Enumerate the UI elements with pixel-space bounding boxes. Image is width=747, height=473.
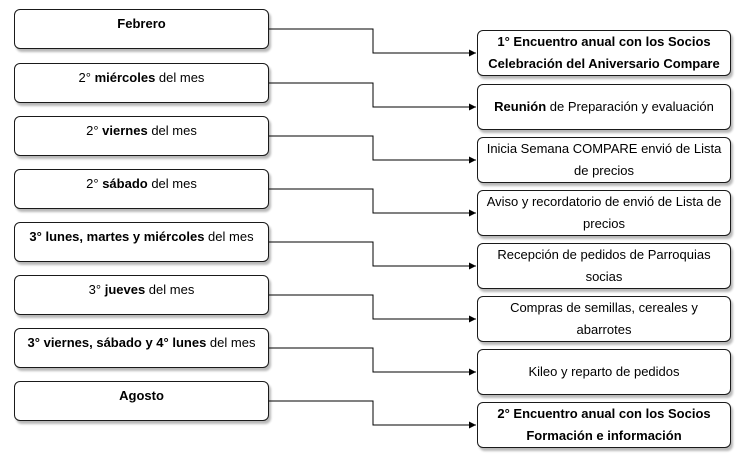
activity-box-label: Aviso y recordatorio de envió de Lista d… <box>486 194 722 231</box>
activity-box-2: Reunión de Preparación y evaluación <box>477 84 731 130</box>
connector-arrow-8 <box>269 400 476 429</box>
date-box-2: 2° miércoles del mes <box>14 63 269 103</box>
activity-box-label: Reunión <box>494 99 547 114</box>
date-box-label: sábado <box>102 176 148 191</box>
activity-box-text: Inicia Semana COMPARE envió de Lista de … <box>478 138 730 182</box>
connector-arrow-3 <box>269 135 476 164</box>
activity-box-4: Aviso y recordatorio de envió de Lista d… <box>477 190 731 236</box>
date-box-label: Febrero <box>117 16 166 31</box>
date-box-label: del mes <box>155 70 205 85</box>
activity-box-label: Celebración del Aniversario Compare <box>488 56 720 71</box>
date-box-label: 2° <box>86 123 103 138</box>
connector-arrow-1 <box>269 28 476 57</box>
activity-box-text: Compras de semillas, cereales y abarrote… <box>478 297 730 341</box>
activity-box-label: Kileo y reparto de pedidos <box>528 364 680 379</box>
activity-box-text: Reunión de Preparación y evaluación <box>478 96 730 118</box>
date-box-label: del mes <box>206 335 256 350</box>
date-box-7: 3° viernes, sábado y 4° lunes del mes <box>14 328 269 368</box>
date-box-label: Agosto <box>119 388 164 403</box>
date-box-label: jueves <box>104 282 146 297</box>
activity-box-label: Compras de semillas, cereales y abarrote… <box>510 300 698 337</box>
date-box-8: Agosto <box>14 381 269 421</box>
activity-box-label: Formación e información <box>526 428 682 443</box>
date-box-3: 2° viernes del mes <box>14 116 269 156</box>
connector-arrow-6 <box>269 294 476 323</box>
date-box-label: viernes <box>102 123 148 138</box>
connector-arrow-5 <box>269 241 476 270</box>
activity-box-label: Recepción de pedidos de Parroquias socia… <box>497 247 711 284</box>
date-box-label: del mes <box>147 123 197 138</box>
activity-box-label: de Preparación y evaluación <box>546 99 714 114</box>
date-box-1: Febrero <box>14 9 269 49</box>
date-box-label: 3° <box>88 282 105 297</box>
date-box-label: del mes <box>204 229 254 244</box>
date-box-label: miércoles <box>94 70 156 85</box>
date-box-label: 2° <box>78 70 95 85</box>
activity-box-7: Kileo y reparto de pedidos <box>477 349 731 395</box>
connector-arrow-7 <box>269 347 476 376</box>
activity-box-text: Kileo y reparto de pedidos <box>478 361 730 383</box>
activity-box-label: 2° Encuentro anual con los Socios <box>497 406 711 421</box>
date-box-label: del mes <box>145 282 195 297</box>
date-box-label: 3° lunes, martes y miércoles <box>29 229 205 244</box>
activity-box-label: 1° Encuentro anual con los Socios <box>497 34 711 49</box>
activity-box-label: Inicia Semana COMPARE envió de Lista de … <box>486 141 722 178</box>
date-box-label: del mes <box>147 176 197 191</box>
activity-box-text: Aviso y recordatorio de envió de Lista d… <box>478 191 730 235</box>
activity-box-5: Recepción de pedidos de Parroquias socia… <box>477 243 731 289</box>
connector-arrow-2 <box>269 82 476 111</box>
activity-box-text: Recepción de pedidos de Parroquias socia… <box>478 244 730 288</box>
activity-box-3: Inicia Semana COMPARE envió de Lista de … <box>477 137 731 183</box>
date-box-label: 2° <box>86 176 103 191</box>
connector-arrow-4 <box>269 188 476 217</box>
date-box-4: 2° sábado del mes <box>14 169 269 209</box>
date-box-5: 3° lunes, martes y miércoles del mes <box>14 222 269 262</box>
activity-box-6: Compras de semillas, cereales y abarrote… <box>477 296 731 342</box>
date-box-label: 3° viernes, sábado y 4° lunes <box>27 335 207 350</box>
date-box-6: 3° jueves del mes <box>14 275 269 315</box>
